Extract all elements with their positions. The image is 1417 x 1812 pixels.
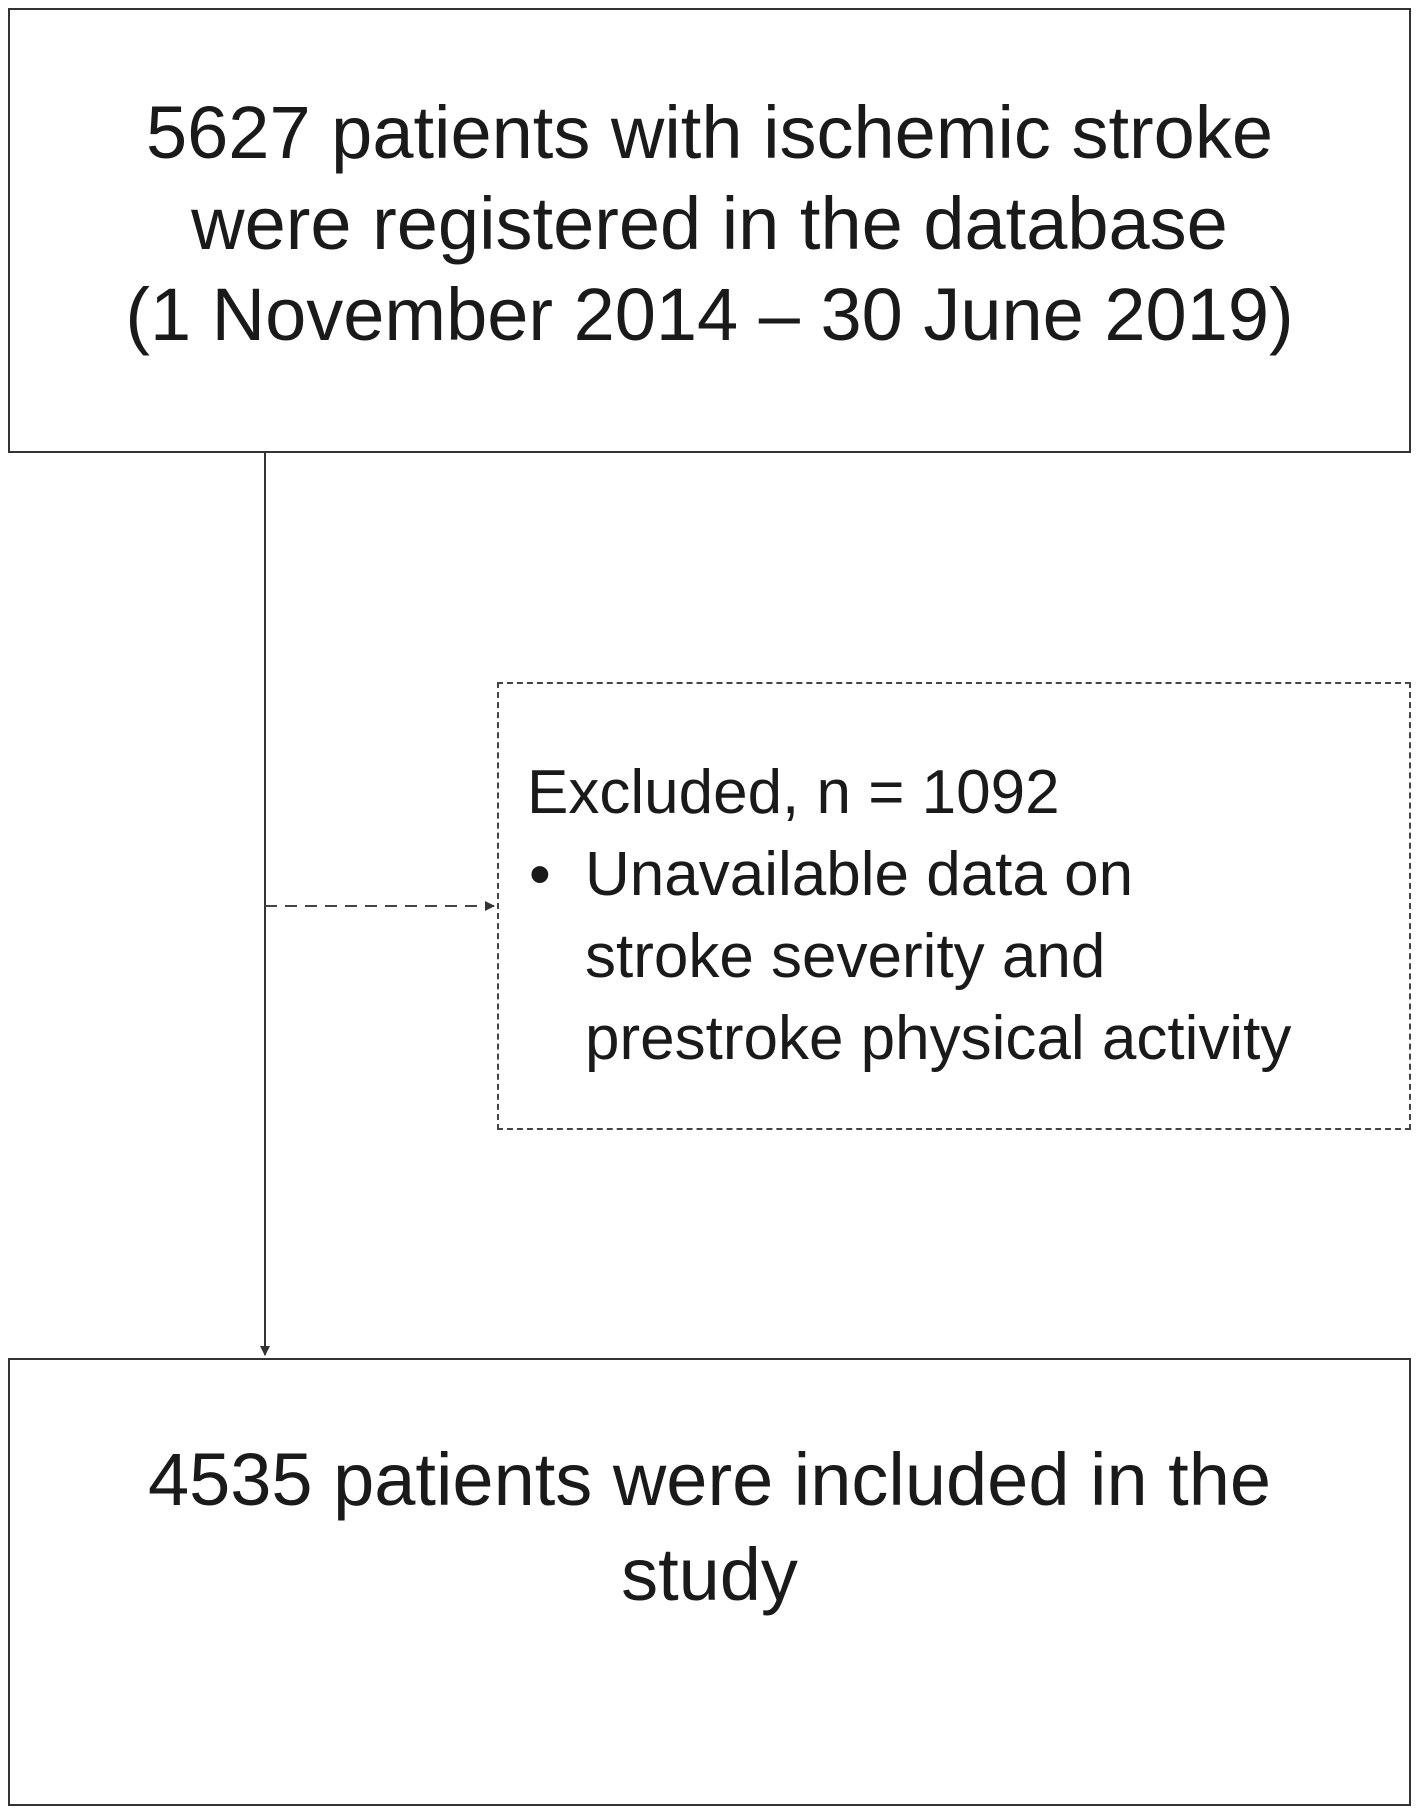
exclusion-reason-line-2: stroke severity and [585, 922, 1106, 991]
enrollment-line-1: 5627 patients with ischemic stroke [146, 91, 1273, 174]
bullet-icon: • [529, 840, 551, 909]
excluded-heading: Excluded, n = 1092 [527, 758, 1060, 827]
included-line-2: study [621, 1533, 798, 1616]
exclusion-reason-text: Unavailable data on stroke severity and … [585, 834, 1291, 1080]
included-box: 4535 patients were included in the study [8, 1358, 1411, 1806]
exclusion-reason-line-1: Unavailable data on [585, 840, 1134, 909]
enrollment-box: 5627 patients with ischemic stroke were … [8, 8, 1411, 453]
exclusion-reason-line-3: prestroke physical activity [585, 1004, 1292, 1073]
included-line-1: 4535 patients were included in the [147, 1438, 1272, 1521]
enrollment-line-2: were registered in the database [191, 182, 1228, 265]
excluded-box: Excluded, n = 1092 • Unavailable data on… [497, 682, 1411, 1130]
enrollment-line-3: (1 November 2014 – 30 June 2019) [125, 273, 1294, 356]
exclusion-reason: • Unavailable data on stroke severity an… [527, 834, 1409, 1080]
